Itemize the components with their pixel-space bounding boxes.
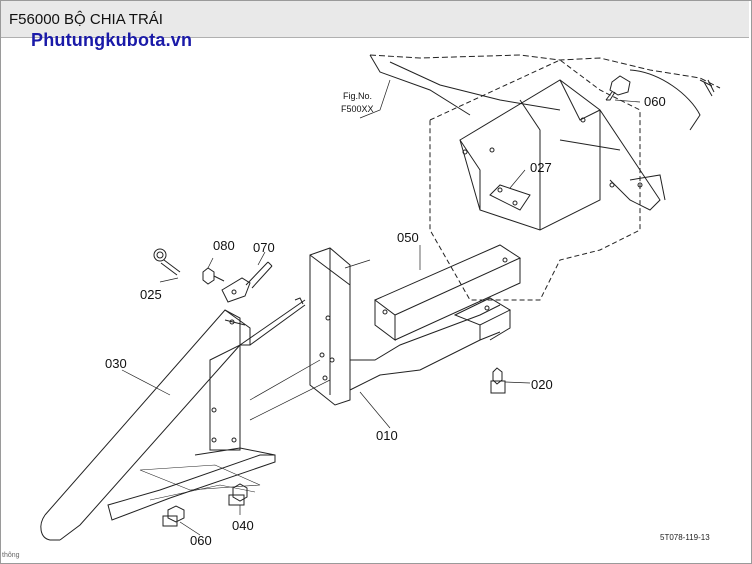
label-060-bottom: 060 bbox=[190, 533, 212, 548]
title-bar: F56000 BỘ CHIA TRÁI bbox=[1, 1, 749, 38]
part-025-eyebolt bbox=[153, 248, 181, 276]
part-070-clip bbox=[221, 261, 273, 303]
part-040-bolt bbox=[228, 483, 248, 506]
label-080: 080 bbox=[213, 238, 235, 253]
footer-text: thông bbox=[2, 552, 20, 559]
label-010: 010 bbox=[376, 428, 398, 443]
part-027-bracket bbox=[489, 184, 531, 211]
label-050: 050 bbox=[397, 230, 419, 245]
drawing-code: 5T078-119-13 bbox=[660, 533, 710, 542]
label-060-top: 060 bbox=[644, 94, 666, 109]
leader-lines bbox=[121, 79, 641, 536]
fastener-mapping-lines bbox=[139, 464, 261, 501]
part-060-top-bolt bbox=[605, 75, 631, 101]
part-060-bottom-bolt bbox=[162, 505, 185, 527]
label-030: 030 bbox=[105, 356, 127, 371]
label-025: 025 bbox=[140, 287, 162, 302]
figure-ref-line2: F500XX bbox=[341, 104, 374, 114]
label-020: 020 bbox=[531, 377, 553, 392]
label-070: 070 bbox=[253, 240, 275, 255]
label-040: 040 bbox=[232, 518, 254, 533]
frame-structure bbox=[369, 54, 721, 301]
site-watermark: Phutungkubota.vn bbox=[31, 30, 193, 50]
part-010-support bbox=[309, 247, 512, 406]
figure-ref-line1: Fig.No. bbox=[343, 91, 372, 101]
part-080-bolt bbox=[202, 267, 225, 285]
part-020-bolt bbox=[490, 367, 506, 394]
part-030-divider bbox=[40, 297, 306, 541]
page-title: F56000 BỘ CHIA TRÁI bbox=[9, 11, 163, 28]
part-050-block bbox=[374, 244, 522, 341]
label-027: 027 bbox=[530, 160, 552, 175]
